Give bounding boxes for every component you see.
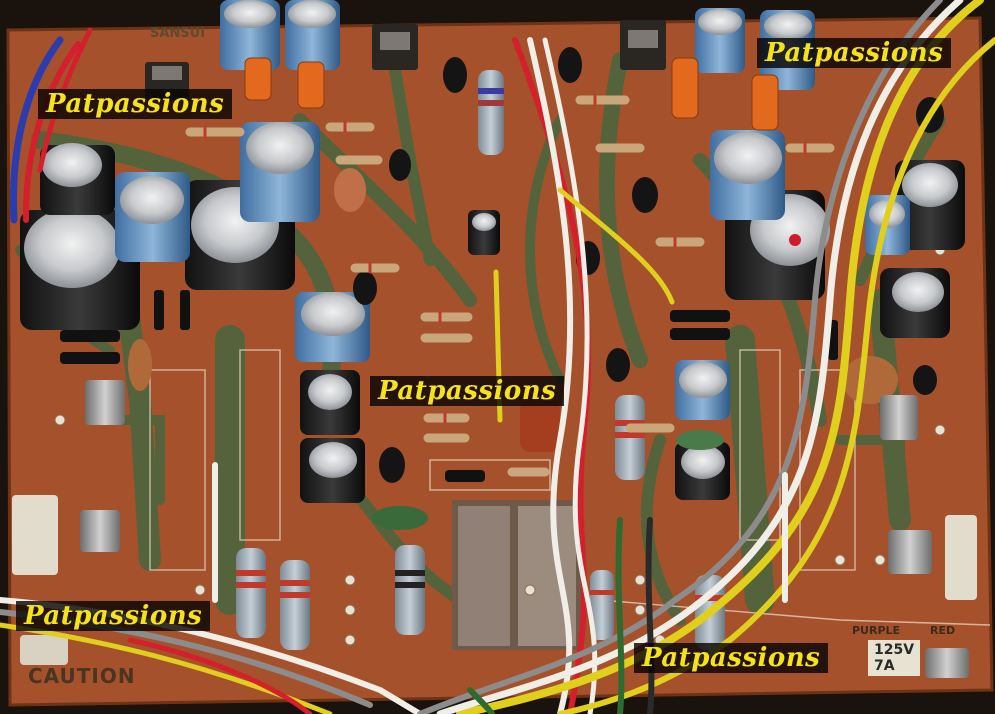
solder-area: [452, 500, 582, 650]
purple-wire-label: PURPLE: [852, 624, 901, 637]
blue-capacitors: [115, 0, 910, 420]
diodes: [60, 290, 838, 482]
red-wire-label: RED: [930, 624, 956, 637]
small-resistors: [185, 94, 835, 477]
fuse-clips: [12, 380, 977, 678]
watermark-center: Patpassions: [370, 376, 565, 406]
power-resistors: [236, 70, 725, 650]
watermark-bottom-left: Patpassions: [16, 601, 211, 631]
film-capacitors: [128, 168, 898, 530]
watermark-top-left: Patpassions: [38, 89, 233, 119]
watermark-top-right: Patpassions: [757, 38, 952, 68]
watermark-bottom-right: Patpassions: [634, 643, 829, 673]
fuse-rating-label: 125V 7A: [868, 640, 921, 676]
black-capacitors: [20, 143, 965, 503]
orange-capacitors: [244, 57, 779, 131]
brand-silkscreen: SANSUI: [150, 26, 206, 41]
silkscreen-outlines: [149, 349, 991, 626]
caution-silkscreen: CAUTION: [28, 664, 136, 688]
